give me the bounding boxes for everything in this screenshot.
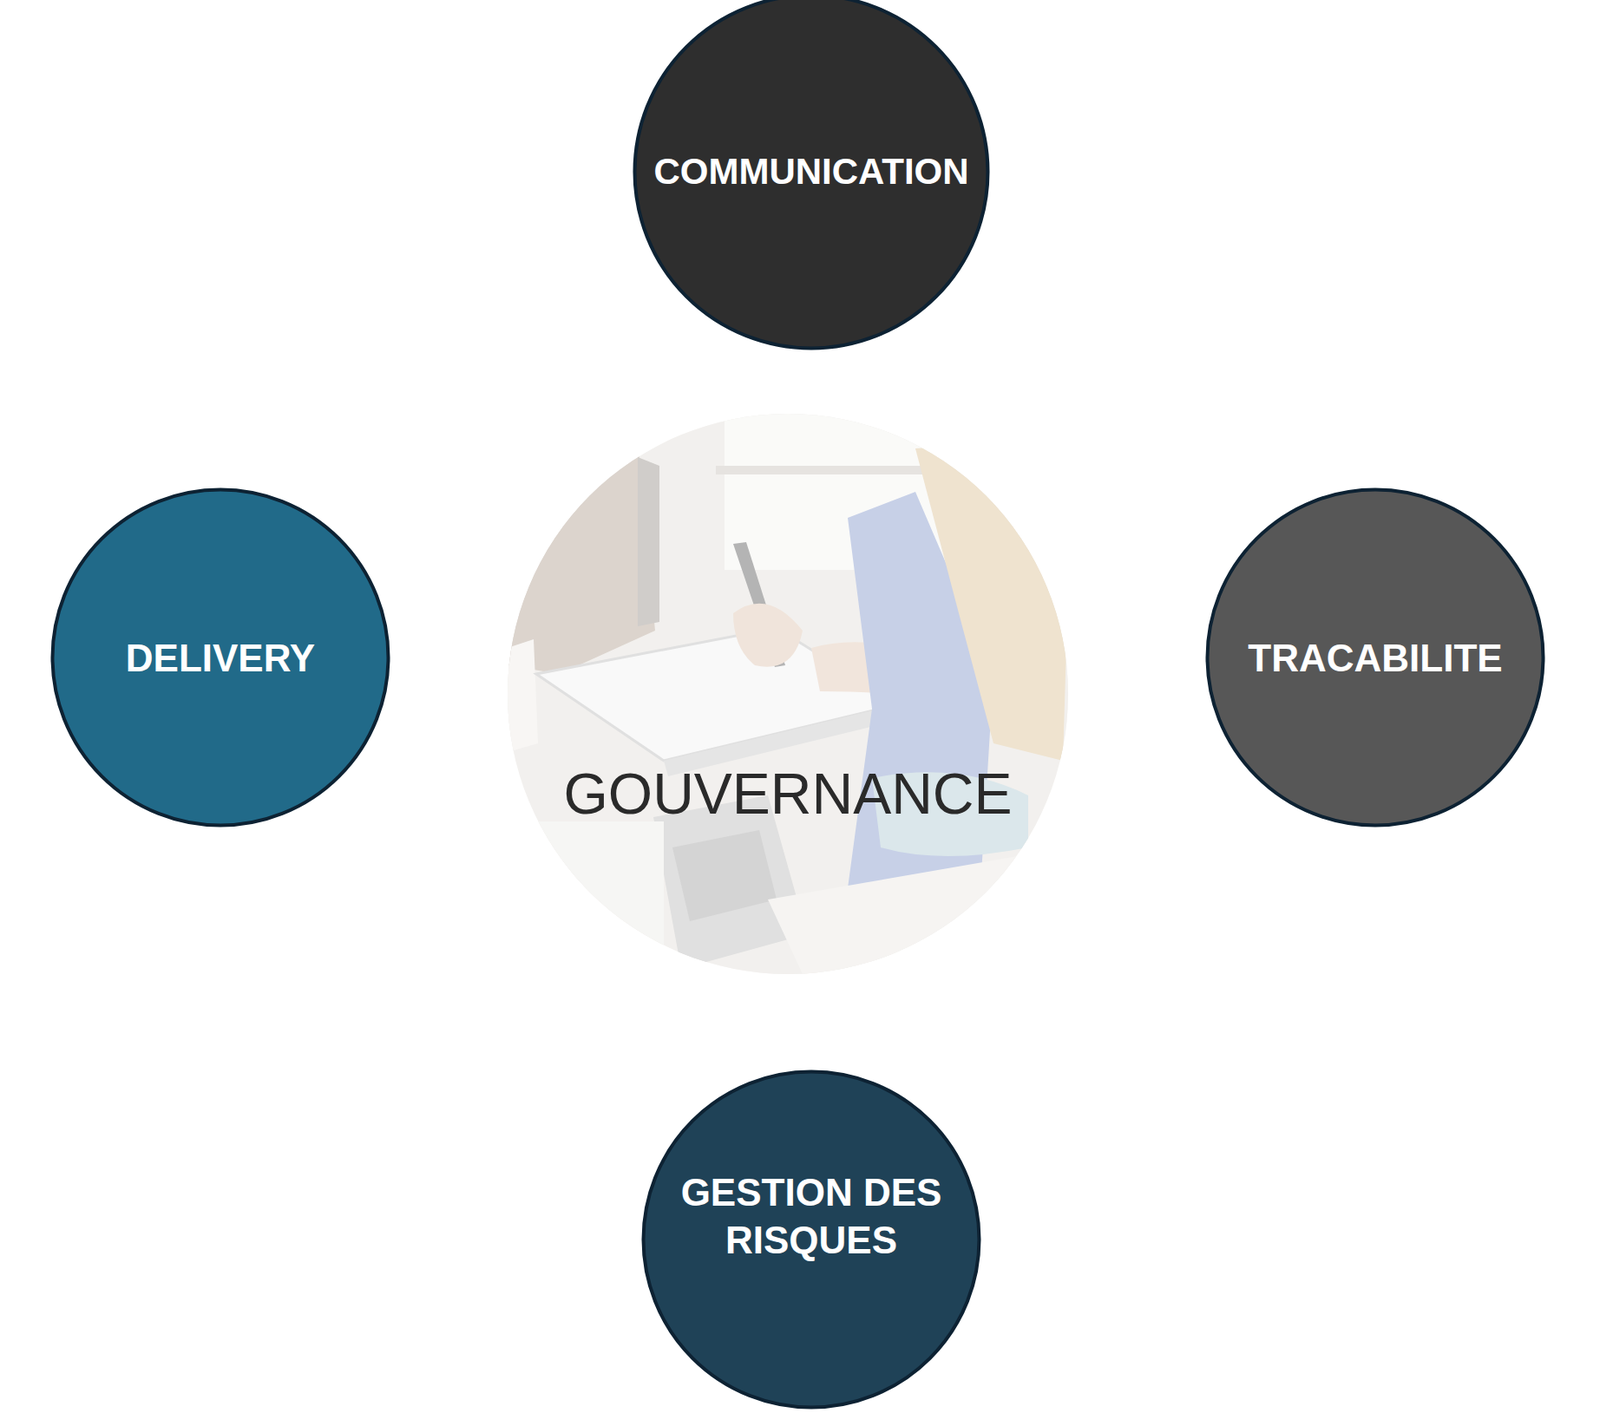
node-label: TRACABILITE (1247, 634, 1502, 682)
node-label: GESTION DES RISQUES (668, 1168, 955, 1265)
topic-circle: COMMUNICATION (632, 0, 991, 351)
topic-circle: TRACABILITE (1205, 487, 1546, 828)
circle-outline (507, 413, 1069, 975)
node-label: DELIVERY (125, 634, 315, 682)
topic-circle: GESTION DES RISQUES (641, 1069, 982, 1410)
meeting-photo (507, 413, 1069, 975)
central-circle: GOUVERNANCE (507, 413, 1069, 975)
topic-circle: DELIVERY (50, 487, 391, 828)
node-label: GOUVERNANCE (563, 758, 1012, 831)
node-label: COMMUNICATION (653, 149, 969, 196)
